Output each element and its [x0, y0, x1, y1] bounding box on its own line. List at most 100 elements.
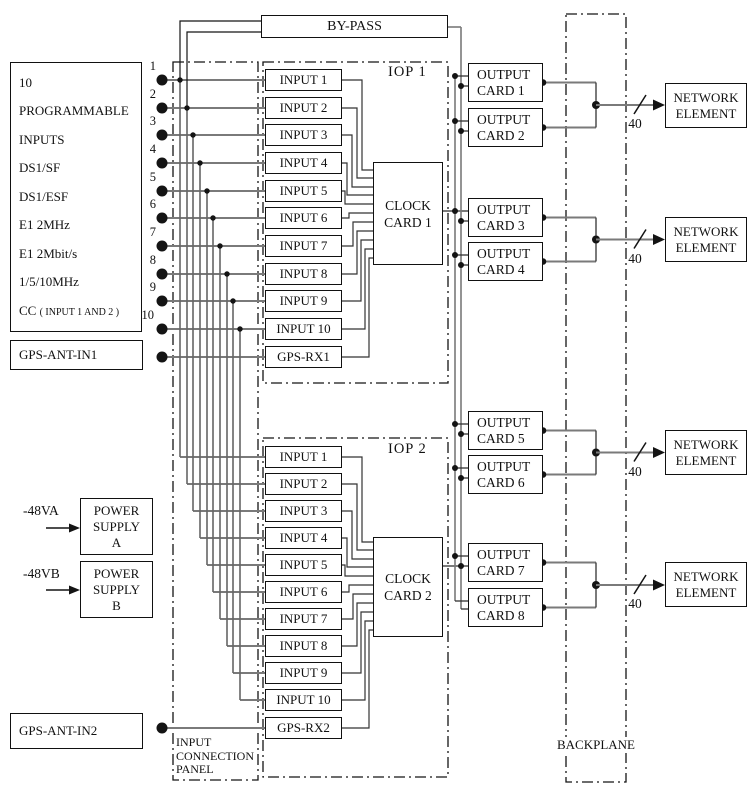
iop1-input-box: INPUT 5 — [265, 180, 342, 202]
bus-junction-dot — [452, 252, 458, 258]
clock-feed-wire — [342, 107, 373, 179]
clock-feed-wire — [342, 257, 373, 358]
clock-feed-wire — [342, 593, 373, 620]
link-width-label: 40 — [628, 251, 642, 266]
junction-dot — [190, 132, 196, 138]
iop2-input-box: INPUT 5 — [265, 554, 342, 576]
bus-junction-dot — [452, 118, 458, 124]
programmable-inputs-panel: 10 PROGRAMMABLE INPUTS DS1/SF DS1/ESF E1… — [10, 62, 142, 332]
clock-feed-wire — [342, 190, 373, 205]
bus-junction-dot — [458, 475, 464, 481]
clock-feed-wire — [342, 620, 373, 701]
bus-junction-dot — [458, 218, 464, 224]
connector-number: 5 — [149, 170, 156, 184]
bus-junction-dot — [458, 83, 464, 89]
connector-number: 7 — [149, 225, 156, 239]
bus-width-slash — [633, 442, 647, 462]
input-count: 10 — [19, 74, 32, 90]
panel-line: PROGRAMMABLE — [19, 103, 129, 119]
connector-number: 4 — [149, 142, 156, 156]
panel-line: 1/5/10MHz — [19, 274, 79, 290]
iop1-input-box: INPUT 10 — [265, 318, 342, 340]
bypass-box: BY-PASS — [261, 15, 448, 38]
bus-junction-dot — [452, 208, 458, 214]
bus-width-slash — [633, 94, 647, 115]
connector-number: 8 — [149, 253, 156, 267]
junction-dot — [197, 160, 203, 166]
junction-dot — [230, 298, 236, 304]
arrowhead — [69, 585, 80, 595]
panel-line: DS1/ESF — [19, 188, 69, 204]
clock-feed-wire — [342, 239, 373, 302]
iop2-input-box: INPUT 7 — [265, 608, 342, 630]
junction-dot — [224, 271, 230, 277]
connector-circle — [156, 129, 168, 141]
connector-circle — [156, 185, 168, 197]
iop2-region — [262, 437, 449, 778]
clock-feed-wire — [342, 611, 373, 674]
gps-ant-in2-box: GPS-ANT-IN2 — [10, 713, 143, 749]
gps-ant-in1-box: GPS-ANT-IN1 — [10, 340, 143, 370]
bus-junction-dot — [452, 421, 458, 427]
iop1-region — [262, 61, 449, 384]
connector-circle — [156, 268, 168, 280]
bus-junction-dot — [452, 553, 458, 559]
clock-feed-wire — [342, 629, 373, 729]
arrowhead — [69, 523, 80, 533]
panel-line: DS1/SF — [19, 160, 61, 176]
bus-width-slash — [633, 574, 647, 595]
iop1-title: IOP 1 — [388, 64, 427, 80]
input-connection-panel-region — [172, 61, 259, 781]
iop1-input-box: INPUT 2 — [265, 97, 342, 119]
iop2-input-box: INPUT 2 — [265, 473, 342, 495]
junction-dot — [204, 188, 210, 194]
iop2-input-box: INPUT 8 — [265, 635, 342, 657]
backplane-label: BACKPLANE — [550, 737, 642, 753]
iop1-input-box: INPUT 4 — [265, 152, 342, 174]
connector-number: 1 — [149, 59, 156, 73]
clock-feed-wire — [342, 564, 373, 577]
iop2-input-box: INPUT 4 — [265, 527, 342, 549]
link-width-label: 40 — [628, 116, 642, 131]
iop2-input-box: INPUT 6 — [265, 581, 342, 603]
gps-rx2-box: GPS-RX2 — [265, 717, 342, 739]
connector-circle — [156, 323, 168, 335]
iop1-input-box: INPUT 3 — [265, 124, 342, 146]
clock-feed-wire — [342, 162, 373, 196]
bus-width-slash — [633, 229, 647, 249]
connector-circle — [156, 157, 168, 169]
clock-feed-wire — [342, 456, 373, 543]
clock-feed-wire — [342, 537, 373, 568]
panel-line-cc: CC ( INPUT 1 AND 2 ) — [19, 302, 120, 318]
panel-line: E1 2MHz — [19, 217, 70, 233]
iop2-input-box: INPUT 9 — [265, 662, 342, 684]
iop2-input-box: INPUT 10 — [265, 689, 342, 711]
iop2-input-box: INPUT 1 — [265, 446, 342, 468]
backplane-region — [565, 13, 627, 783]
gps1-connector-circle — [156, 351, 168, 363]
arrowhead — [653, 579, 665, 591]
connector-number: 6 — [149, 197, 156, 211]
iop1-input-box: INPUT 8 — [265, 263, 342, 285]
clock-feed-wire — [342, 602, 373, 647]
iop2-input-box: INPUT 3 — [265, 500, 342, 522]
clock-feed-wire — [342, 221, 373, 247]
connector-number: 3 — [149, 114, 156, 128]
arrowhead — [653, 234, 665, 245]
clock-feed-wire — [342, 248, 373, 330]
bus-junction-dot — [458, 262, 464, 268]
connector-circle — [156, 212, 168, 224]
connector-number: 2 — [149, 87, 156, 101]
gps-rx1-box: GPS-RX1 — [265, 346, 342, 368]
bus-junction-dot — [458, 563, 464, 569]
